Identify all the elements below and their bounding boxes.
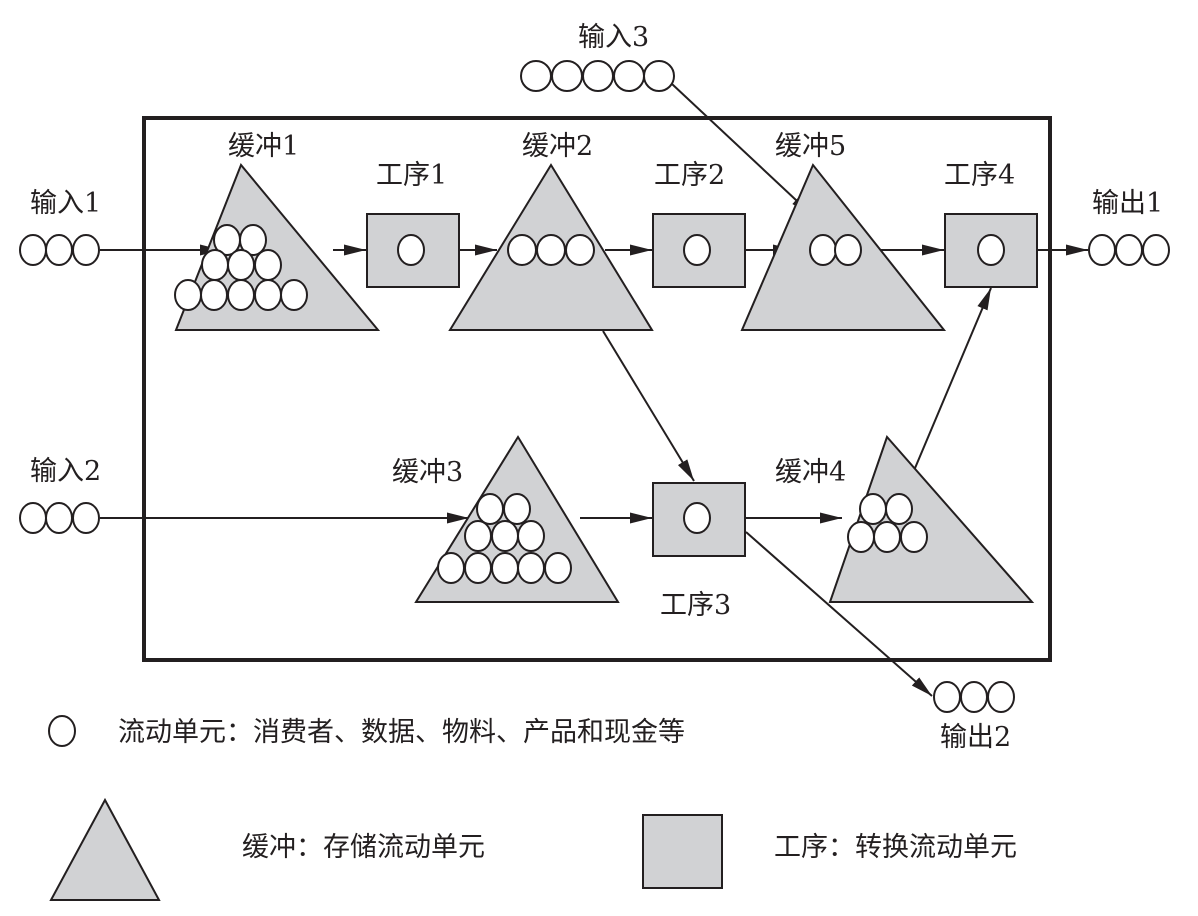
legend-process-text: 工序：转换流动单元 xyxy=(774,832,1017,863)
flow-unit-icon xyxy=(1142,234,1170,266)
flow-unit-icon xyxy=(683,234,711,266)
flow-unit-icon xyxy=(551,60,583,92)
legend-flow-unit-icon xyxy=(48,715,76,747)
flow-unit-icon xyxy=(900,521,928,553)
edge-input3-buffer5 xyxy=(671,83,813,216)
flow-unit-icon xyxy=(847,521,875,553)
input-1-label: 输入1 xyxy=(30,188,101,219)
buffer-2-label: 缓冲2 xyxy=(522,131,593,162)
flow-unit-icon xyxy=(643,60,675,92)
flow-unit-icon xyxy=(520,60,552,92)
flow-unit-icon xyxy=(885,493,913,525)
flow-unit-icon xyxy=(987,681,1015,713)
flow-unit-icon xyxy=(565,234,595,266)
flow-unit-icon xyxy=(254,279,282,311)
flow-unit-icon xyxy=(582,60,614,92)
flow-unit-icon xyxy=(397,234,425,266)
legend-buffer-text: 缓冲：存储流动单元 xyxy=(242,832,485,863)
input-2-label: 输入2 xyxy=(30,456,101,487)
flow-unit-icon xyxy=(72,234,100,266)
flow-unit-icon xyxy=(254,249,282,281)
buffer-4-triangle xyxy=(828,435,1035,603)
flow-unit-icon xyxy=(200,279,228,311)
flow-unit-icon xyxy=(507,234,537,266)
edge-buffer4-process4 xyxy=(909,287,992,481)
flow-unit-icon xyxy=(1088,234,1116,266)
flow-unit-icon xyxy=(437,552,465,584)
flow-unit-icon xyxy=(933,681,961,713)
flow-unit-icon xyxy=(544,552,572,584)
input-3-label: 输入3 xyxy=(578,22,649,53)
process-2-label: 工序2 xyxy=(654,160,725,191)
legend-buffer-icon xyxy=(49,797,161,901)
process-1-label: 工序1 xyxy=(376,160,447,191)
legend-process-icon xyxy=(642,814,723,889)
flow-unit-icon xyxy=(536,234,566,266)
flow-unit-icon xyxy=(45,234,73,266)
flow-unit-icon xyxy=(239,224,267,256)
buffer-3-label: 缓冲3 xyxy=(392,457,463,488)
flow-unit-icon xyxy=(45,502,73,534)
process-3-label: 工序3 xyxy=(660,590,731,621)
flow-unit-icon xyxy=(19,234,47,266)
flow-unit-icon xyxy=(491,520,519,552)
flow-unit-icon xyxy=(476,493,504,525)
flow-unit-icon xyxy=(72,502,100,534)
flow-units xyxy=(19,60,1170,713)
flow-unit-icon xyxy=(1115,234,1143,266)
flow-unit-icon xyxy=(227,249,255,281)
flow-unit-icon xyxy=(977,234,1005,266)
flow-unit-icon xyxy=(960,681,988,713)
system-boundary xyxy=(142,116,1052,662)
legend-flow-unit-text: 流动单元：消费者、数据、物料、产品和现金等 xyxy=(118,717,685,748)
output-2-label: 输出2 xyxy=(940,722,1011,753)
flow-unit-icon xyxy=(683,502,711,534)
flow-unit-icon xyxy=(174,279,202,311)
buffer-4-label: 缓冲4 xyxy=(775,457,846,488)
flow-unit-icon xyxy=(464,552,492,584)
flow-unit-icon xyxy=(280,279,308,311)
flow-unit-icon xyxy=(873,521,901,553)
edge-buffer2-process3 xyxy=(602,330,695,482)
flow-unit-icon xyxy=(464,520,492,552)
output-1-label: 输出1 xyxy=(1092,188,1163,219)
flow-unit-icon xyxy=(201,249,229,281)
buffer-5-label: 缓冲5 xyxy=(775,131,846,162)
flow-unit-icon xyxy=(517,520,545,552)
buffer-1-label: 缓冲1 xyxy=(228,131,299,162)
flow-unit-icon xyxy=(491,552,519,584)
flow-unit-icon xyxy=(859,493,887,525)
legend: 流动单元：消费者、数据、物料、产品和现金等 缓冲：存储流动单元 工序：转换流动单… xyxy=(48,715,1017,901)
process-4-label: 工序4 xyxy=(944,160,1015,191)
flow-unit-icon xyxy=(517,552,545,584)
edge-process3-output2 xyxy=(745,531,933,697)
flow-unit-icon xyxy=(503,493,531,525)
flow-unit-icon xyxy=(19,502,47,534)
flow-unit-icon xyxy=(809,234,837,266)
flow-unit-icon xyxy=(834,234,862,266)
flow-unit-icon xyxy=(613,60,645,92)
flow-unit-icon xyxy=(227,279,255,311)
flow-edges xyxy=(100,83,1088,697)
